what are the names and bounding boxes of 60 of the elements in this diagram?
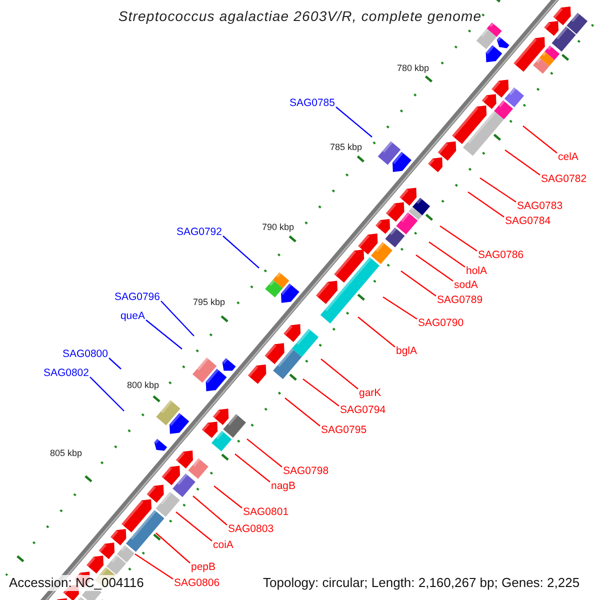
gene-label: SAG0785 (289, 97, 335, 109)
gene-label: SAG0784 (505, 215, 551, 227)
leader-line (302, 378, 340, 406)
gene-label: SAG0789 (437, 294, 483, 306)
leader-line (522, 126, 558, 154)
gene-label: coiA (213, 539, 234, 551)
gene-label: SAG0801 (243, 506, 289, 518)
leader-line (504, 150, 540, 176)
gene-label: SAG0792 (176, 226, 222, 238)
scale-label: 780 kbp (397, 63, 430, 74)
leader-line (382, 296, 418, 320)
leader-line (214, 486, 242, 508)
leader-line (134, 554, 174, 580)
leader-line (416, 254, 454, 282)
leader-line (468, 192, 504, 218)
leader-line (320, 358, 358, 390)
leader-line (156, 532, 190, 564)
genome-stats-text: Topology: circular; Length: 2,160,267 bp; Genes: 2,225 (261, 575, 582, 591)
gene-label: queA (120, 310, 145, 322)
scale-label: 800 kbp (127, 380, 160, 391)
leader-line (246, 438, 282, 468)
gene-label: SAG0806 (174, 577, 220, 589)
scale-label: 790 kbp (262, 222, 294, 233)
diagram-title: Streptococcus agalactiae 2603V/R, complete genome (117, 8, 483, 24)
gene-label: sodA (454, 279, 478, 291)
gene-label: holA (466, 265, 488, 277)
gene-label: SAG0796 (114, 291, 160, 303)
leader-line (440, 226, 478, 252)
leader-line (284, 398, 320, 426)
leader-line (358, 316, 396, 348)
gene-label: SAG0798 (283, 465, 329, 477)
scale-label: 785 kbp (330, 142, 362, 153)
leader-line (428, 242, 466, 268)
gene-label: garK (359, 387, 382, 399)
leader-line (480, 178, 516, 202)
leader-line (234, 454, 270, 482)
gene-label: bglA (396, 345, 418, 357)
gene-label: nagB (271, 480, 296, 492)
leader-line (108, 358, 122, 370)
scale-label: 795 kbp (193, 297, 226, 308)
gene-label: SAG0802 (43, 367, 89, 379)
leader-line (176, 512, 212, 542)
gene-label: celA (558, 151, 578, 163)
gene-label: SAG0790 (418, 317, 464, 329)
leader-line (146, 320, 182, 350)
leader-line (90, 376, 124, 412)
gene-label: SAG0794 (340, 404, 386, 416)
leader-line (222, 236, 260, 268)
leader-line (192, 496, 228, 526)
leader-line (160, 300, 194, 336)
gene-label: pepB (191, 561, 216, 573)
leader-line (400, 270, 436, 296)
gene-label: SAG0800 (62, 348, 108, 360)
gene-label: SAG0786 (478, 249, 524, 261)
gene-label: SAG0795 (321, 424, 367, 436)
gene-label: SAG0783 (517, 200, 563, 212)
gene-label: SAG0803 (228, 523, 274, 535)
leader-line (336, 106, 372, 138)
scale-label: 805 kbp (50, 448, 82, 459)
gene-label: SAG0782 (541, 173, 587, 185)
